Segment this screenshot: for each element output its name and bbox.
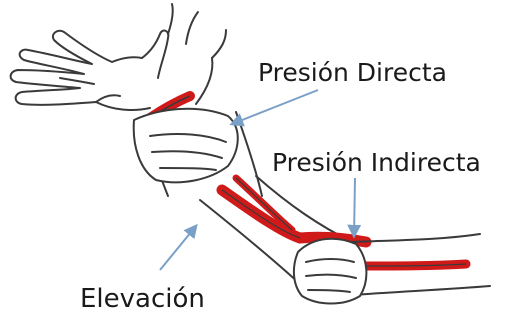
arrow-elevation [160, 226, 196, 270]
arrow-indirect [354, 178, 355, 236]
arm-artery [360, 264, 466, 266]
main-artery [222, 178, 366, 242]
arrow-direct [232, 90, 318, 124]
gripping-hand [294, 239, 366, 304]
direct-pressure-label: Presión Directa [258, 60, 447, 85]
raised-hand [11, 31, 169, 110]
indirect-pressure-label: Presión Indirecta [272, 150, 481, 175]
elevation-label: Elevación [80, 286, 205, 312]
